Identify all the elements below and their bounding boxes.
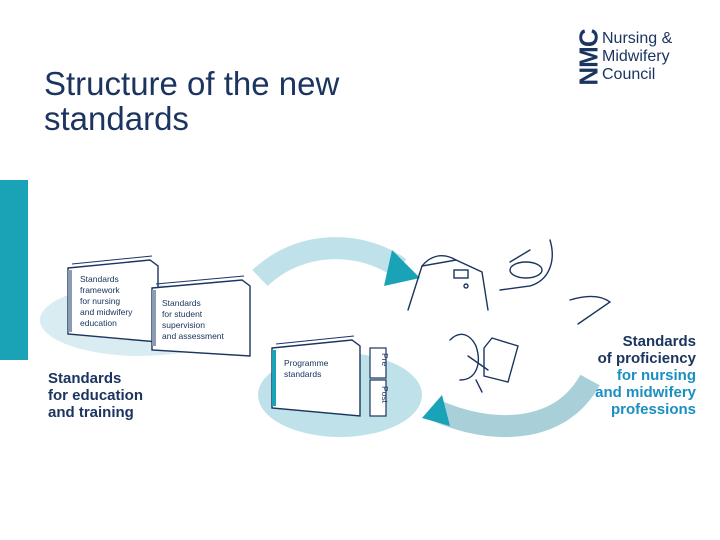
logo-text: Nursing & Midwifery Council [602,30,672,84]
education-label: Standards for education and training [48,370,144,421]
logo-mark: NMC [573,29,604,86]
top-cycle-arrow [252,237,407,287]
accent-bar [0,180,28,360]
framework-text: Standards framework for nursing and midw… [80,274,135,328]
bottom-arrowhead [422,395,450,426]
book-programme: Programme standards Pre Post [271,335,390,417]
tab-pre-text: Pre [380,353,390,367]
book-framework: Standards framework for nursing and midw… [67,255,159,343]
logo-line: Nursing & [602,30,673,47]
logo-line: Midwifery [602,48,670,65]
nmc-logo: NMC Nursing & Midwifery Council [574,28,704,88]
programme-text: Programme standards [284,358,331,379]
tab-post [369,379,387,417]
logo-line: Council [602,66,656,83]
student-text: Standards for student supervision and as… [162,298,225,341]
book-student-supervision: Standards for student supervision and as… [151,275,251,357]
page-title: Structure of the new standards [44,65,340,137]
tab-pre [369,347,387,379]
nurse-patient-illustration [407,239,612,393]
bottom-cycle-arrow [430,374,600,438]
tab-post-text: Post [380,386,390,404]
proficiency-label: Standards of proficiency for nursing and… [595,333,696,418]
standards-diagram: Standards framework for nursing and midw… [40,237,612,438]
top-arrowhead [384,250,420,286]
